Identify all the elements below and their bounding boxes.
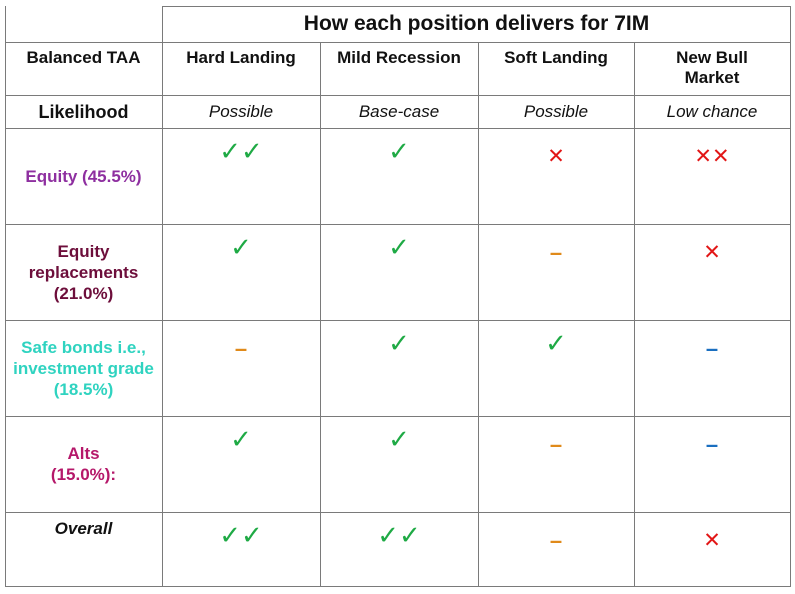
check-icon: ✓ [230, 424, 252, 454]
column-header-hard-landing: Hard Landing [186, 48, 296, 67]
cross-icon: ✕✕ [694, 145, 730, 168]
positions-table: How each position delivers for 7IM Balan… [5, 6, 791, 587]
row-label: Overall [54, 519, 113, 538]
dash-icon: – [234, 336, 248, 361]
dash-icon: – [705, 336, 719, 361]
rating-cell: ✓✓ [162, 512, 320, 586]
likelihood-new-bull-market: Low chance [666, 101, 758, 121]
grid-line [162, 6, 163, 587]
likelihood-mild-recession: Base-case [358, 101, 440, 121]
check-icon: ✓✓ [377, 520, 421, 550]
cross-icon: ✕ [703, 529, 721, 552]
check-icon: ✓✓ [219, 136, 263, 166]
grid-line [5, 42, 791, 43]
rating-cell: ✓ [320, 128, 478, 224]
table-title: How each position delivers for 7IM [303, 12, 650, 35]
rating-cell: ✓ [320, 320, 478, 416]
grid-line [5, 95, 791, 96]
row-label: Alts (15.0%): [50, 444, 117, 484]
check-icon: ✓✓ [219, 520, 263, 550]
rating-cell: ✕ [634, 224, 790, 320]
rating-cell: – [478, 512, 634, 586]
check-icon: ✓ [388, 328, 410, 358]
rating-cell: ✕ [478, 128, 634, 224]
rating-cell: ✕✕ [634, 128, 790, 224]
grid-line [320, 42, 321, 587]
rating-cell: ✓ [320, 224, 478, 320]
rating-cell: – [478, 416, 634, 512]
likelihood-soft-landing: Possible [523, 101, 589, 121]
rating-cell: – [478, 224, 634, 320]
grid-line [5, 416, 791, 417]
grid-line [634, 42, 635, 587]
check-icon: ✓ [388, 232, 410, 262]
grid-line [790, 6, 791, 587]
check-icon: ✓ [230, 232, 252, 262]
dash-icon: – [705, 432, 719, 457]
row-label: Equity (45.5%) [25, 166, 142, 186]
row-label: Safe bonds i.e., investment grade (18.5%… [13, 337, 154, 399]
grid-line [5, 128, 791, 129]
likelihood-hard-landing: Possible [208, 101, 274, 121]
cross-icon: ✕ [703, 241, 721, 264]
rating-cell: – [634, 320, 790, 416]
column-header-new-bull-market: New Bull Market [676, 48, 748, 87]
cross-icon: ✕ [547, 145, 565, 168]
dash-icon: – [549, 528, 563, 553]
dash-icon: – [549, 432, 563, 457]
rating-cell: ✓ [478, 320, 634, 416]
rating-cell: ✓ [162, 416, 320, 512]
column-header-mild-recession: Mild Recession [337, 48, 461, 67]
dash-icon: – [549, 240, 563, 265]
rating-cell: ✓✓ [320, 512, 478, 586]
grid-line [5, 586, 791, 587]
column-header-soft-landing: Soft Landing [504, 48, 608, 67]
rating-cell: ✓ [320, 416, 478, 512]
check-icon: ✓ [388, 424, 410, 454]
rating-cell: ✓✓ [162, 128, 320, 224]
grid-line [478, 42, 479, 587]
rating-cell: ✓ [162, 224, 320, 320]
rating-cell: ✕ [634, 512, 790, 586]
row-label: Equity replacements (21.0%) [28, 241, 139, 303]
grid-line [5, 224, 791, 225]
rating-cell: – [162, 320, 320, 416]
grid-line [5, 512, 791, 513]
check-icon: ✓ [388, 136, 410, 166]
likelihood-label: Likelihood [38, 102, 129, 122]
check-icon: ✓ [545, 328, 567, 358]
rating-cell: – [634, 416, 790, 512]
grid-line [162, 6, 791, 7]
column-header-balanced-taa: Balanced TAA [26, 48, 141, 67]
grid-line [5, 320, 791, 321]
grid-line [5, 6, 6, 587]
